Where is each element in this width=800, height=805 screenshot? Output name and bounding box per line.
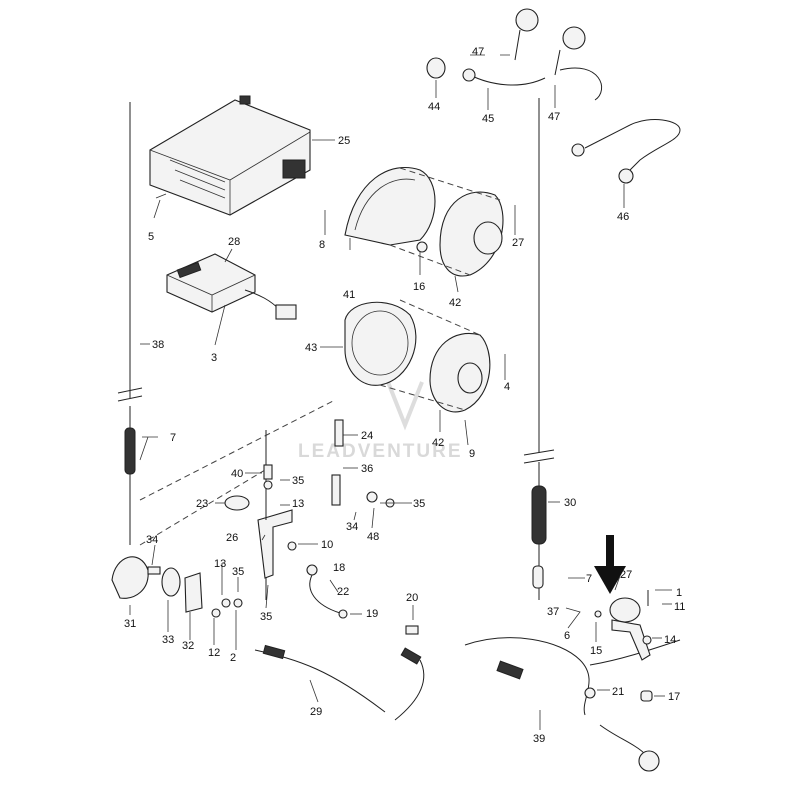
fasteners	[211, 241, 428, 618]
callout-16: 16	[413, 281, 425, 293]
callout-25: 25	[338, 135, 350, 147]
speaker-lower	[429, 333, 491, 413]
callout-44: 44	[428, 101, 440, 113]
callout-13-bottom: 13	[214, 558, 226, 570]
callout-35-right: 35	[413, 498, 425, 510]
antenna-mount	[584, 590, 653, 702]
callout-46: 46	[617, 211, 629, 223]
callout-42-bottom: 42	[432, 437, 444, 449]
callout-21: 21	[612, 686, 624, 698]
speaker-grille	[344, 301, 417, 386]
callout-2: 2	[230, 652, 236, 664]
callout-39: 39	[533, 733, 545, 745]
callout-35-top: 35	[292, 475, 304, 487]
callout-19: 19	[366, 608, 378, 620]
leader-lines	[129, 54, 672, 730]
callout-23: 23	[196, 498, 208, 510]
callout-32: 32	[182, 640, 194, 652]
callout-5: 5	[148, 231, 154, 243]
callout-7-left: 7	[170, 432, 176, 444]
cable-29	[254, 644, 425, 721]
callout-labels: 1 2 3 4 5 6 7 7 8 9 10 11 12 13 13 14 15…	[124, 46, 685, 745]
coiled-cord	[571, 119, 681, 184]
callout-22: 22	[337, 586, 349, 598]
callout-4: 4	[504, 381, 510, 393]
speaker-bracket-upper	[344, 166, 436, 246]
callout-30: 30	[564, 497, 576, 509]
callout-37-bottom: 37	[547, 606, 559, 618]
callout-41: 41	[343, 289, 355, 301]
callout-13-top: 13	[292, 498, 304, 510]
clip-20	[405, 625, 419, 635]
pointer-arrow	[594, 535, 626, 594]
callout-15: 15	[590, 645, 602, 657]
radio-unit	[149, 95, 311, 216]
callout-18: 18	[333, 562, 345, 574]
callout-34-left: 34	[146, 534, 158, 546]
callout-29: 29	[310, 706, 322, 718]
antenna-right	[523, 98, 555, 600]
callout-40: 40	[231, 468, 243, 480]
callout-27-top: 27	[512, 237, 524, 249]
callout-35-mid: 35	[232, 566, 244, 578]
callout-47-top: 47	[472, 46, 484, 58]
callout-34-right: 34	[346, 521, 358, 533]
headset-group	[426, 8, 603, 101]
callout-26: 26	[226, 532, 238, 544]
callout-47-bottom: 47	[548, 111, 560, 123]
speaker-upper	[439, 191, 504, 277]
callout-43: 43	[305, 342, 317, 354]
callout-35-bottom: 35	[260, 611, 272, 623]
callout-8: 8	[319, 239, 325, 251]
callout-20: 20	[406, 592, 418, 604]
ground-strap	[306, 564, 348, 619]
callout-3: 3	[211, 352, 217, 364]
cable-39	[464, 637, 681, 772]
callout-36: 36	[361, 463, 373, 475]
callout-10: 10	[321, 539, 333, 551]
callout-27-bottom: 27	[620, 569, 632, 581]
callout-42-top: 42	[449, 297, 461, 309]
control-module	[166, 253, 297, 320]
mount-assembly	[111, 556, 203, 613]
callout-48: 48	[367, 531, 379, 543]
callout-33: 33	[162, 634, 174, 646]
callout-12: 12	[208, 647, 220, 659]
callout-6: 6	[564, 630, 570, 642]
antenna-left	[117, 102, 143, 545]
callout-17: 17	[668, 691, 680, 703]
callout-38: 38	[152, 339, 164, 351]
callout-14: 14	[664, 634, 676, 646]
callout-7-right: 7	[586, 573, 592, 585]
callout-45: 45	[482, 113, 494, 125]
callout-31: 31	[124, 618, 136, 630]
callout-11: 11	[674, 601, 685, 613]
callout-24: 24	[361, 430, 373, 442]
callout-28: 28	[228, 236, 240, 248]
callout-1: 1	[676, 587, 682, 599]
callout-9: 9	[469, 448, 475, 460]
